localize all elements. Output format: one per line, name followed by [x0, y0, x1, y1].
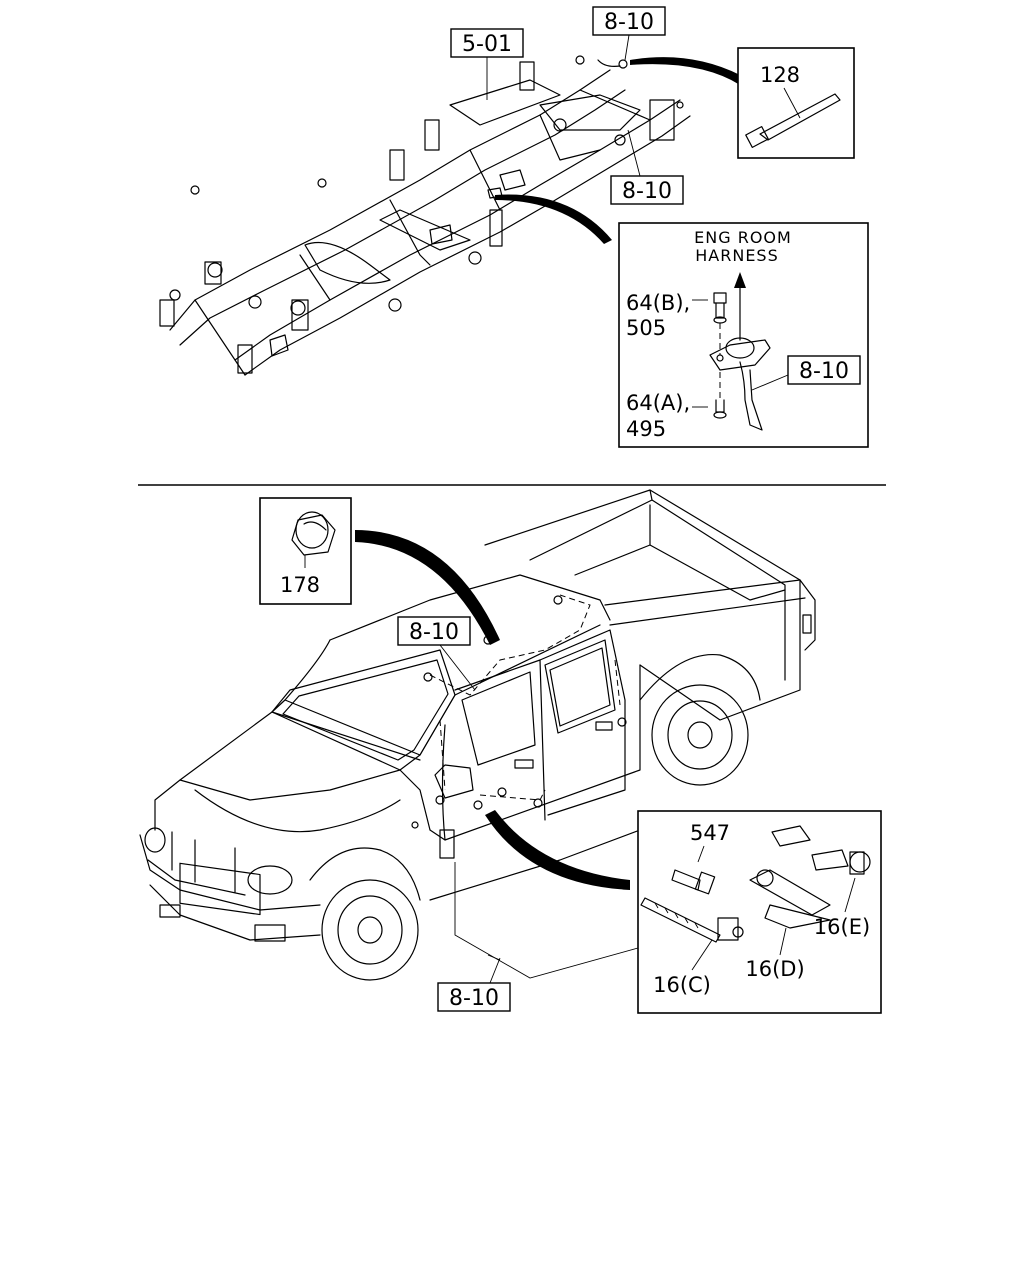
harness-title-line1: ENG ROOM: [694, 228, 792, 247]
ref-label-frame-top: 8-10: [592, 6, 666, 61]
cable-strap-icon: [759, 93, 841, 141]
harness-title-line2: HARNESS: [695, 246, 778, 265]
ref-label-frame-body: 5-01: [450, 28, 524, 100]
ref-label-roof: 8-10: [397, 616, 476, 691]
harness-up-arrow-icon: [734, 272, 746, 288]
harness-grommet-icon: [709, 337, 771, 431]
part-16d-label: 16(D): [745, 957, 804, 981]
part-178-label: 178: [280, 573, 320, 597]
inset-clips: 547 16(C) 16(D) 16(E): [637, 810, 882, 1014]
ref-8-10-mid-text: 8-10: [622, 179, 672, 204]
bolt-64a-icon: [713, 399, 727, 419]
leader-arrow-128: [630, 57, 740, 85]
bolt-547-icon: [671, 869, 716, 895]
ref-label-door-bottom: 8-10: [437, 862, 639, 1012]
part-16e-label: 16(E): [814, 915, 870, 939]
leader-arrow-178: [355, 530, 500, 645]
part-128-label: 128: [760, 63, 800, 87]
part-64a-label: 64(A),: [626, 391, 690, 415]
part-64a-number: 495: [626, 417, 666, 441]
chassis-frame: [159, 55, 691, 376]
leader-arrow-harness: [495, 194, 612, 244]
grommet-icon: [291, 511, 336, 556]
ref-8-10-inset-text: 8-10: [799, 359, 849, 384]
pickup-truck: [139, 489, 816, 981]
clip-16d-icon: [749, 869, 831, 929]
ref-5-01-text: 5-01: [462, 32, 512, 57]
leader-arrow-clips: [485, 810, 630, 890]
part-16c-label: 16(C): [653, 973, 711, 997]
ref-8-10-roof-text: 8-10: [409, 620, 459, 645]
part-547-label: 547: [690, 821, 730, 845]
clip-16e-icon: [771, 825, 871, 875]
part-64b-label: 64(B),: [626, 291, 690, 315]
clip-marker-top: [618, 59, 628, 69]
inset-eng-room-harness: ENG ROOM HARNESS 64(B), 505 64(A), 495: [618, 222, 869, 448]
ref-label-frame-mid: 8-10: [610, 129, 684, 205]
ref-8-10-bottom-text: 8-10: [449, 986, 499, 1011]
ref-8-10-top-text: 8-10: [604, 10, 654, 35]
inset-grommet-178: 178: [259, 497, 352, 605]
part-64b-number: 505: [626, 316, 666, 340]
inset-strap-128: 128: [737, 47, 855, 159]
clip-16c-icon: [640, 897, 744, 943]
